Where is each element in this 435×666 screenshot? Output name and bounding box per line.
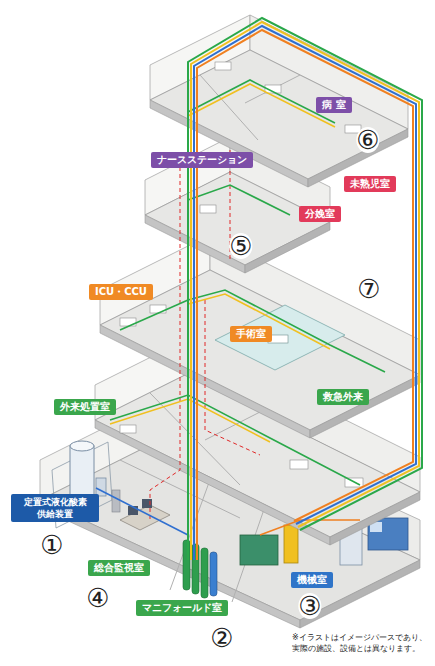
tank-body — [70, 446, 94, 500]
riser-green — [188, 18, 422, 560]
room-label: 外来処置室 — [54, 399, 116, 415]
room-label: 機械室 — [291, 572, 333, 588]
callout-number: ⑥ — [356, 127, 379, 153]
room-name: 機械室 — [297, 574, 327, 586]
room-name: マニフォールド室 — [142, 602, 222, 614]
cylinder — [210, 552, 217, 596]
room-label: マニフォールド室 — [136, 600, 228, 616]
branch-pipes — [96, 80, 385, 535]
panel — [112, 490, 120, 512]
bed — [120, 425, 136, 433]
bed — [290, 460, 308, 469]
desk — [120, 505, 170, 530]
partition — [245, 75, 300, 103]
callout-number: ③ — [298, 593, 321, 619]
callout-number: ⑤ — [229, 233, 252, 259]
slab-edge — [95, 420, 330, 545]
slab-edge — [310, 375, 420, 438]
monitor-desk — [112, 490, 170, 530]
partition — [205, 412, 260, 440]
room-label: 総合監視室 — [88, 560, 150, 576]
receiver-tank — [284, 525, 298, 563]
tank-top — [70, 441, 94, 451]
room-name: 手術室 — [236, 328, 266, 340]
room-name: ICU・CCU — [95, 286, 147, 298]
bed — [150, 305, 166, 313]
room-label: 病 室 — [316, 97, 351, 113]
pipe-green — [188, 185, 290, 215]
compressor — [240, 535, 278, 565]
operating-room — [215, 305, 345, 370]
callout-number: ① — [40, 532, 63, 558]
pipe-yellow — [188, 84, 335, 127]
room-label: 未熟児室 — [344, 176, 396, 192]
riser-yellow — [191, 22, 419, 560]
riser-orange — [197, 30, 413, 560]
room-name: 病 室 — [322, 99, 345, 111]
slab-edge — [300, 560, 420, 628]
bed — [200, 205, 216, 213]
slab-edge — [150, 100, 308, 187]
room-name: 外来処置室 — [60, 401, 110, 413]
cylinder — [201, 548, 208, 598]
room-name: 救急外来 — [323, 391, 363, 403]
room-name: 分娩室 — [305, 208, 335, 220]
pipe-green — [120, 300, 188, 330]
pipe-yellow — [188, 294, 330, 349]
callout-number: ④ — [86, 585, 109, 611]
room-label: 定置式液化酸素 供給装置 — [11, 494, 99, 522]
room-name: 定置式液化酸素 供給装置 — [17, 496, 93, 520]
callout-number: ② — [210, 625, 233, 651]
room-label: 救急外来 — [317, 389, 369, 405]
pipe-blue — [96, 488, 188, 535]
callout-number: ⑦ — [357, 276, 380, 302]
room-label: 手術室 — [230, 326, 272, 342]
room-label: 分娩室 — [299, 206, 341, 222]
pipe-orange — [260, 520, 360, 535]
main-risers — [188, 18, 422, 560]
bed — [215, 62, 231, 70]
pipe-green — [188, 290, 385, 372]
slab-edge — [245, 222, 330, 273]
room-name: 総合監視室 — [94, 562, 144, 574]
disclaimer-note: ※イラストはイメージパースであり、 実際の施設、設備とは異なります。 — [292, 632, 432, 654]
room-label: ICU・CCU — [89, 284, 153, 300]
room-label: ナースステーション — [151, 152, 253, 168]
riser-blue — [194, 26, 416, 560]
pipe-green — [110, 395, 360, 485]
room-name: 未熟児室 — [350, 178, 390, 190]
room-name: ナースステーション — [157, 154, 247, 166]
wire — [150, 160, 180, 520]
